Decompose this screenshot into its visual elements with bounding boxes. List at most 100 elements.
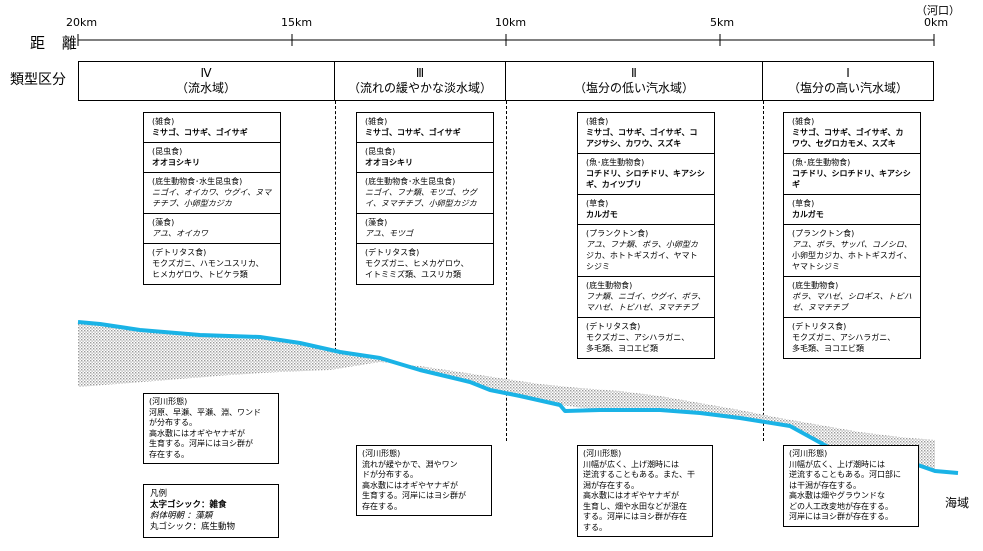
species-list-line: モクズガニ、アシハラガニ、 (586, 333, 690, 342)
river-form-line: 存在する。 (362, 501, 402, 511)
river-form-title: (河川形態) (789, 449, 828, 458)
river-form-box: (河川形態)流れが緩やかで、淵やワンドが分布する。高水敷にはオギやヤナギが生育す… (356, 445, 492, 516)
species-list-line: イ、ヌマチチブ、小卵型カジカ (365, 199, 477, 208)
zone-header-iv: Ⅳ （流水域） (78, 61, 335, 101)
feeding-group-title: (底生動物食) (586, 281, 633, 290)
legend-title: 凡例 (150, 489, 168, 499)
species-list-line: アジサシ、カワウ、スズキ (586, 139, 682, 148)
feeding-group: (デトリタス食)モクズガニ、アシハラガニ、多毛類、ヨコエビ類 (784, 318, 920, 358)
legend-item: 斜体明朝 ：藻類 (150, 511, 213, 521)
feeding-group: (雑食)ミサゴ、コサギ、ゴイサギ、カワウ、セグロカモメ、スズキ (784, 113, 920, 154)
species-list-line: 多毛類、ヨコエビ類 (792, 344, 864, 353)
species-box-zone-i: (雑食)ミサゴ、コサギ、ゴイサギ、カワウ、セグロカモメ、スズキ(魚･底生動物食)… (783, 112, 921, 359)
tick-label-0km: 0km (924, 16, 949, 29)
species-list-line: ミサゴ、コサギ、ゴイサギ、カ (792, 128, 904, 137)
species-list-line: シジミ (586, 262, 610, 271)
feeding-group-title: (底生動物食･水生昆虫食) (152, 177, 243, 186)
river-form-line: 生育する。河岸にはヨシ群が (362, 491, 466, 500)
feeding-group-title: (デトリタス食) (792, 322, 847, 331)
zone-header-iii: Ⅲ （流れの緩やかな淡水域） (335, 61, 506, 101)
species-list-line: 多毛類、ヨコエビ類 (586, 344, 658, 353)
species-list-line: ミサゴ、コサギ、ゴイサギ (152, 128, 248, 137)
river-form-line: 高水敷にはオギやヤナギが (583, 491, 679, 500)
species-list-line: マハゼ、トビハゼ、ヌマチチブ (586, 303, 698, 312)
species-list-line: コチドリ、シロチドリ、キアシシ (792, 169, 911, 178)
species-list-line: ジカ、ホトトギスガイ、ヤマト (586, 251, 698, 260)
river-form-line: 存在する。 (149, 449, 189, 459)
feeding-group: (魚･底生動物食) コチドリ、シロチドリ、キアシシギ (784, 154, 920, 195)
species-box-zone-iii: (雑食)ミサゴ、コサギ、ゴイサギ(昆虫食)オオヨシキリ (底生動物食･水生昆虫食)… (356, 112, 494, 285)
river-form-line: 生育し、畑や水田などが混在 (583, 501, 687, 511)
zoning-frame (78, 61, 79, 101)
feeding-group: (雑食) ミサゴ、コサギ、ゴイサギ (144, 113, 280, 143)
feeding-group-title: (魚･底生動物食) (792, 158, 851, 167)
estuary-label: （河口） (916, 4, 960, 17)
river-form-line: どの人工改変地が存在する。 (789, 501, 893, 511)
feeding-group-title: (底生動物食) (792, 281, 839, 290)
river-form-line: 川幅が広く、上げ潮時には (583, 459, 679, 469)
river-form-line: 流れが緩やかで、淵やワン (362, 459, 458, 469)
river-form-line: 川幅が広く、上げ潮時には (789, 459, 885, 469)
zone-name: （塩分の高い汽水域） (787, 81, 908, 95)
feeding-group-title: (プランクトン食) (586, 229, 649, 238)
feeding-group-title: (昆虫食) (365, 147, 396, 156)
species-list-line: ニゴイ、フナ類、モツゴ、ウグ (365, 188, 477, 197)
zone-divider (506, 101, 507, 441)
feeding-group-title: (藻食) (365, 218, 388, 227)
species-list-line: ニゴイ、オイカワ、ウグイ、ヌマ (152, 188, 272, 197)
species-list-line: アユ、モツゴ (365, 229, 413, 238)
river-form-line: する。河岸にはヨシ群が存在 (583, 512, 687, 521)
feeding-group-title: (雑食) (152, 117, 175, 126)
riverbed-area (78, 322, 935, 471)
species-list-line: ワウ、セグロカモメ、スズキ (792, 139, 896, 148)
legend-item: 太字ゴシック：雑食 (150, 500, 227, 510)
river-form-box: (河川形態)川幅が広く、上げ潮時には逆流することもある。また、干潟が存在する。高… (577, 445, 713, 537)
zone-numeral: Ⅳ (200, 66, 212, 80)
tick-label-5km: 5km (710, 16, 735, 29)
river-form-line: 河原、早瀬、平瀬、淵、ワンド (149, 407, 261, 417)
feeding-group-title: (デトリタス食) (365, 248, 420, 257)
species-list-line: ゼ、ヌマチチブ (792, 303, 848, 312)
species-list-line: アユ、フナ類、ボラ、小卵型カ (586, 240, 698, 249)
river-form-line: 生育する。河岸にはヨシ群が (149, 439, 253, 448)
species-list-line: コチドリ、シロチドリ、キアシシ (586, 169, 705, 178)
species-list-line: ボラ、マハゼ、シロギス、トビハ (792, 292, 912, 301)
species-list-line: ヒメカゲロウ、トビケラ類 (152, 270, 248, 279)
species-list-line: カルガモ (586, 210, 618, 219)
species-list-line: ギ (792, 180, 800, 189)
species-list-line: ヤマトシジミ (792, 262, 840, 271)
river-form-line: 潟が存在する。 (583, 480, 639, 490)
river-form-title: (河川形態) (362, 449, 401, 458)
river-form-title: (河川形態) (583, 449, 622, 458)
sea-label: 海域 (945, 496, 970, 510)
zone-numeral: Ⅲ (415, 66, 425, 80)
species-list-line: カルガモ (792, 210, 824, 219)
feeding-group: (雑食)ミサゴ、コサギ、ゴイサギ (357, 113, 493, 143)
zone-numeral: Ⅰ (846, 66, 850, 80)
species-list-line: ミサゴ、コサギ、ゴイサギ (365, 128, 461, 137)
feeding-group: (魚･底生動物食)コチドリ、シロチドリ、キアシシギ、カイツブリ (578, 154, 714, 195)
river-form-line: 高水敷にはオギやヤナギが (149, 428, 245, 438)
zone-header-ii: Ⅱ （塩分の低い汽水域） (506, 61, 763, 101)
distance-axis-title: 距 離 (30, 34, 83, 52)
feeding-group: (草食)カルガモ (578, 195, 714, 225)
feeding-group-title: (魚･底生動物食) (586, 158, 645, 167)
species-list-line: チチブ、小卵型カジカ (152, 199, 232, 208)
river-form-line: 河岸にはヨシ群が存在する。 (789, 512, 893, 521)
river-form-line: は干潟が存在する。 (789, 480, 861, 490)
feeding-group-title: (草食) (792, 199, 815, 208)
feeding-group-title: (プランクトン食) (792, 229, 855, 238)
tick-label-20km: 20km (66, 16, 98, 29)
species-box-zone-ii: (雑食)ミサゴ、コサギ、ゴイサギ、コアジサシ、カワウ、スズキ(魚･底生動物食)コ… (577, 112, 715, 359)
feeding-group-title: (雑食) (586, 117, 609, 126)
zoning-title: 類型区分 (10, 72, 66, 88)
species-list-line: アユ、オイカワ (152, 229, 208, 238)
species-list-line: アユ、ボラ、サッパ、コノシロ、 (792, 240, 912, 249)
feeding-group-title: (底生動物食･水生昆虫食) (365, 177, 456, 186)
feeding-group-title: (デトリタス食) (152, 248, 207, 257)
species-list-line: モクズガニ、ヒメカゲロウ、 (365, 259, 469, 268)
zone-name: （流れの緩やかな淡水域） (347, 81, 492, 95)
tick-label-10km: 10km (495, 16, 527, 29)
feeding-group: (昆虫食)オオヨシキリ (357, 143, 493, 173)
species-list-line: モクズガニ、ハモンユスリカ、 (152, 259, 264, 268)
